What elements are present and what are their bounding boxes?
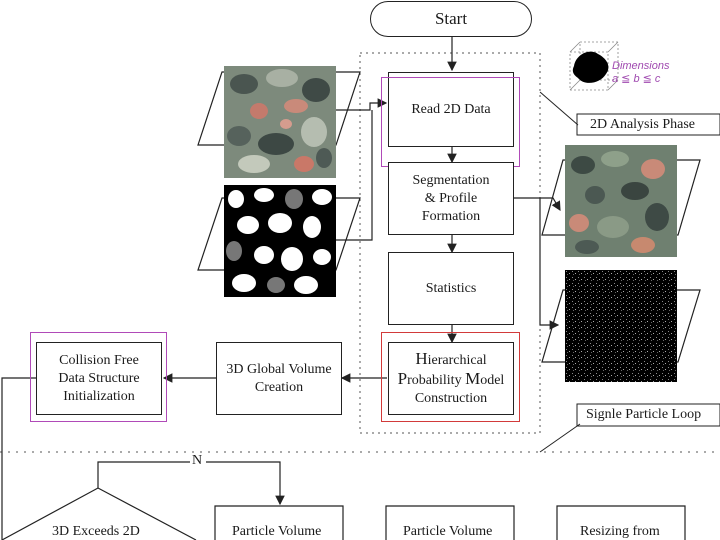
particle-loop-label: Signle Particle Loop (586, 407, 702, 422)
hpm-line1: ierarchical (427, 352, 487, 368)
line-seg-output2 (539, 198, 560, 330)
line-seg-output1 (513, 197, 561, 212)
binary-mask-input (224, 185, 336, 297)
hierarchical-model-highlight (381, 332, 520, 422)
hpm-initial-p: P (397, 368, 408, 388)
branch-n-label: N (192, 453, 203, 468)
leader-analysis (539, 91, 579, 126)
analysis-phase-region (359, 52, 541, 434)
line-collision-down (1, 377, 36, 540)
box-resizing-edge (556, 505, 686, 540)
start-node: Start (370, 1, 532, 37)
segmented-aggregate-output (565, 145, 677, 257)
hierarchical-model-node: Hierarchical Probability Model Construct… (388, 342, 514, 415)
box-particle-volume-1-edge (214, 505, 344, 540)
global-volume-node: 3D Global Volume Creation (216, 342, 342, 415)
collision-free-node: Collision Free Data Structure Initializa… (36, 342, 162, 415)
line-decision-n (97, 461, 285, 506)
line-image1-read (336, 98, 388, 111)
hpm-line2: robability (407, 372, 466, 388)
particle-volume-1-text: Particle Volume (232, 524, 322, 539)
label-box-loop (576, 403, 720, 427)
hpm-initial-m: M (465, 368, 481, 388)
aggregate-photo-input (224, 66, 336, 178)
profile-texture-output (565, 270, 677, 382)
hpm-line2-rest: odel (480, 372, 505, 388)
hpm-line3: Construction (414, 390, 488, 406)
collision-free-highlight (30, 332, 167, 422)
dimensions-cube-icon (569, 41, 619, 91)
hpm-initial-h: H (415, 348, 428, 368)
dimensions-label: Dimensions (612, 60, 670, 72)
label-box-analysis (576, 113, 720, 136)
read-2d-data-node: Read 2D Data (388, 72, 514, 147)
segmentation-node: Segmentation & Profile Formation (388, 162, 514, 235)
leader-loop (539, 423, 581, 453)
particle-volume-2-text: Particle Volume (403, 524, 493, 539)
dimensions-relation: a ≦ b ≦ c (612, 73, 661, 85)
exceeds-decision-text: 3D Exceeds 2D (52, 524, 140, 539)
analysis-phase-label: 2D Analysis Phase (590, 117, 695, 132)
box-particle-volume-2-edge (385, 505, 515, 540)
read-2d-highlight (381, 77, 520, 167)
line-image2-read (336, 110, 373, 241)
statistics-node: Statistics (388, 252, 514, 325)
resizing-text: Resizing from (580, 524, 660, 539)
